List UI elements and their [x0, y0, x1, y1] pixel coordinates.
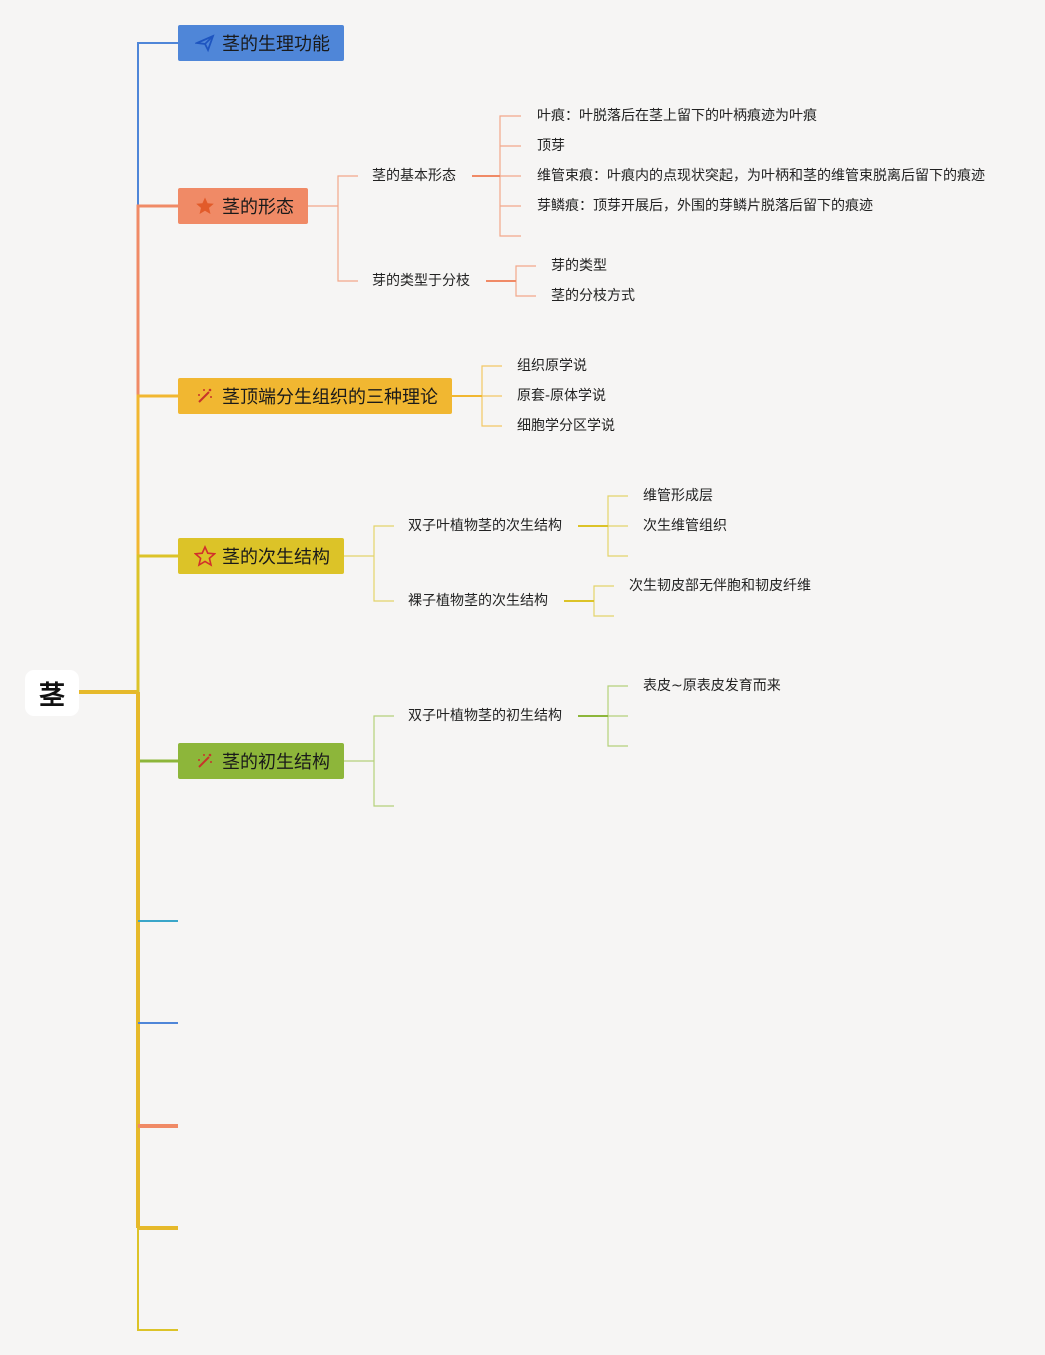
node-gymno-secondary[interactable]: 裸子植物茎的次生结构 — [408, 593, 548, 609]
branch-primary-structure[interactable]: 茎的初生结构 — [178, 743, 344, 779]
branch-secondary-structure[interactable]: 茎的次生结构 — [178, 538, 344, 574]
node-leaf-scar[interactable]: 叶痕：叶脱落后在茎上留下的叶柄痕迹为叶痕 — [537, 108, 817, 124]
node-dicot-primary[interactable]: 双子叶植物茎的初生结构 — [408, 708, 562, 724]
node-theory-tunica-corpus[interactable]: 原套-原体学说 — [517, 388, 607, 404]
wand-icon — [194, 385, 216, 407]
branch-label: 茎的形态 — [222, 197, 294, 218]
node-secondary-phloem[interactable]: 次生韧皮部无伴胞和韧皮纤维 — [629, 578, 811, 594]
node-theory-histogen[interactable]: 组织原学说 — [517, 358, 587, 374]
root-node[interactable]: 茎 — [25, 670, 79, 716]
node-dicot-secondary[interactable]: 双子叶植物茎的次生结构 — [408, 518, 562, 534]
branch-morphology[interactable]: 茎的形态 — [178, 188, 308, 224]
node-branching[interactable]: 茎的分枝方式 — [551, 288, 635, 304]
node-bud-types[interactable]: 芽的类型于分枝 — [372, 273, 470, 289]
node-theory-zonation[interactable]: 细胞学分区学说 — [517, 418, 615, 434]
branch-meristem-theories[interactable]: 茎顶端分生组织的三种理论 — [178, 378, 452, 414]
paper-plane-icon — [194, 32, 216, 54]
wand-icon — [194, 750, 216, 772]
root-label: 茎 — [38, 680, 65, 711]
branch-label: 茎的生理功能 — [222, 34, 330, 55]
branch-label: 茎的初生结构 — [222, 752, 330, 773]
branch-physiological-function[interactable]: 茎的生理功能 — [178, 25, 344, 61]
node-bud-scale-scar[interactable]: 芽鳞痕：顶芽开展后，外围的芽鳞片脱落后留下的痕迹 — [537, 198, 873, 214]
node-secondary-vascular[interactable]: 次生维管组织 — [643, 518, 727, 534]
node-vascular-cambium[interactable]: 维管形成层 — [643, 488, 713, 504]
node-bundle-scar[interactable]: 维管束痕：叶痕内的点现状突起，为叶柄和茎的维管束脱离后留下的痕迹 — [537, 168, 985, 184]
node-epidermis[interactable]: 表皮~原表皮发育而来 — [643, 678, 781, 694]
node-bud-type[interactable]: 芽的类型 — [551, 258, 607, 274]
branch-label: 茎顶端分生组织的三种理论 — [222, 387, 438, 408]
node-basic-form[interactable]: 茎的基本形态 — [372, 168, 456, 184]
star-icon — [194, 195, 216, 217]
star-outline-icon — [194, 545, 216, 567]
branch-label: 茎的次生结构 — [222, 547, 330, 568]
node-terminal-bud[interactable]: 顶芽 — [537, 138, 565, 154]
